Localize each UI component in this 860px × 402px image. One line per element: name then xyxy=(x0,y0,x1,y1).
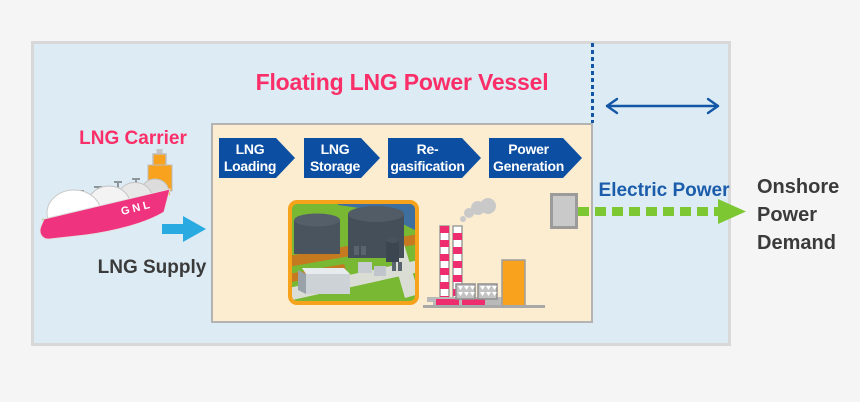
electric-power-label: Electric Power xyxy=(598,180,730,201)
step-line: Storage xyxy=(309,158,361,174)
orange-building xyxy=(501,259,526,307)
lng-supply-label: LNG Supply xyxy=(97,257,207,278)
step-line: LNG xyxy=(235,141,265,158)
step-line: gasification xyxy=(390,158,465,174)
vessel-boundary-dotted-line xyxy=(591,43,594,123)
diagram-title: Floating LNG Power Vessel xyxy=(255,69,549,95)
step-line: Power xyxy=(508,141,549,158)
step-line: Loading xyxy=(223,158,277,174)
smoke-icon xyxy=(460,198,496,222)
lng-terminal-photo xyxy=(288,200,419,305)
power-plant-icon xyxy=(423,198,545,308)
cooling-lattice xyxy=(455,283,498,300)
step-regasification: Re- gasification xyxy=(388,138,481,178)
electric-power-arrow-icon xyxy=(578,199,746,224)
onshore-power-demand-label: Onshore Power Demand xyxy=(757,176,840,254)
distance-double-arrow-icon xyxy=(605,97,720,115)
lng-carrier-label: LNG Carrier xyxy=(79,128,187,149)
step-line: Re- xyxy=(416,141,439,158)
lng-supply-arrow-icon xyxy=(162,216,206,242)
step-line: Generation xyxy=(493,158,564,174)
chimney xyxy=(439,225,450,300)
lng-carrier-ship-icon: GNL xyxy=(39,149,173,240)
transformer-box xyxy=(550,193,578,229)
step-power-generation: Power Generation xyxy=(489,138,582,178)
step-line: LNG xyxy=(320,141,350,158)
